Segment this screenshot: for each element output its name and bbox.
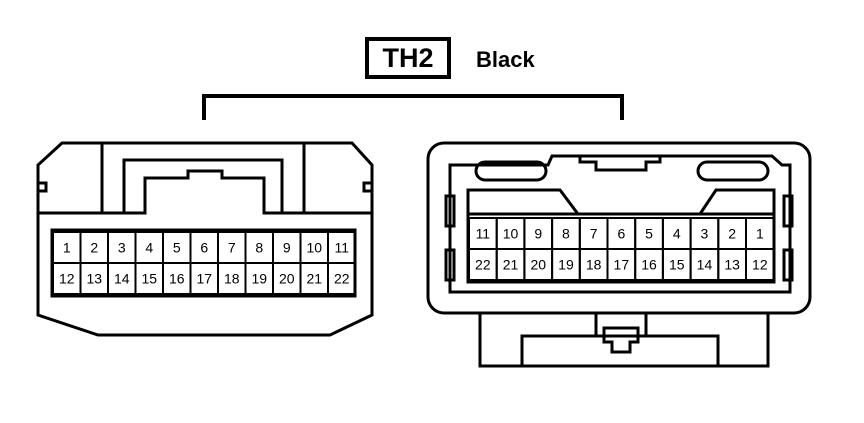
left-pin-label: 3 bbox=[118, 240, 126, 256]
left-pin-label: 15 bbox=[141, 271, 157, 287]
left-pin-label: 1 bbox=[63, 240, 71, 256]
left-pin-label: 20 bbox=[279, 271, 295, 287]
right-top-key bbox=[578, 156, 662, 172]
right-pin-label: 7 bbox=[590, 226, 598, 242]
left-pin-label: 18 bbox=[224, 271, 240, 287]
right-pin-label: 11 bbox=[476, 226, 491, 242]
right-inner-frame bbox=[466, 188, 776, 216]
connector-color: Black bbox=[476, 47, 535, 72]
right-connector bbox=[426, 141, 812, 368]
left-pin-label: 10 bbox=[306, 240, 322, 256]
right-side-mark-l2 bbox=[444, 248, 456, 282]
right-slot-left bbox=[474, 160, 548, 182]
right-pin-label: 5 bbox=[645, 226, 653, 242]
right-pin-label: 14 bbox=[697, 257, 713, 273]
right-side-mark-r bbox=[782, 194, 794, 228]
right-pin-label: 4 bbox=[673, 226, 681, 242]
right-slot-right bbox=[696, 160, 770, 182]
left-side-notch-r bbox=[362, 181, 372, 193]
right-pin-label: 3 bbox=[701, 226, 709, 242]
connector-code-box: TH2 bbox=[365, 37, 451, 79]
right-pin-label: 12 bbox=[752, 257, 768, 273]
right-pin-cell bbox=[745, 248, 775, 281]
right-housing-outline bbox=[426, 141, 812, 315]
left-pin-label: 21 bbox=[306, 271, 322, 287]
right-pin-label: 6 bbox=[617, 226, 625, 242]
right-pin-label: 17 bbox=[614, 257, 630, 273]
right-housing-inner bbox=[448, 154, 792, 294]
left-pin-label: 6 bbox=[200, 240, 208, 256]
left-pin-label: 4 bbox=[145, 240, 153, 256]
right-pin-label: 13 bbox=[724, 257, 740, 273]
right-pin-label: 22 bbox=[475, 257, 491, 273]
left-pin-cell bbox=[327, 262, 357, 295]
right-pin-label: 20 bbox=[530, 257, 546, 273]
right-bottom-tab bbox=[594, 313, 648, 338]
left-pin-label: 13 bbox=[86, 271, 102, 287]
left-latch-inner bbox=[124, 169, 282, 215]
right-side-mark-r2 bbox=[782, 248, 794, 282]
left-pin-label: 9 bbox=[283, 240, 291, 256]
left-pin-label: 11 bbox=[334, 240, 349, 256]
left-pin-label: 7 bbox=[228, 240, 236, 256]
left-pin-label: 17 bbox=[196, 271, 212, 287]
right-pin-label: 18 bbox=[586, 257, 602, 273]
right-pin-label: 9 bbox=[534, 226, 542, 242]
left-pin-label: 14 bbox=[114, 271, 130, 287]
right-side-mark-l bbox=[444, 194, 456, 228]
right-pin-label: 16 bbox=[641, 257, 657, 273]
left-pin-label: 22 bbox=[334, 271, 350, 287]
left-pin-label: 2 bbox=[90, 240, 98, 256]
right-pin-label: 1 bbox=[756, 226, 764, 242]
bracket-line bbox=[202, 94, 624, 120]
left-side-notch-l bbox=[38, 181, 48, 193]
right-pin-label: 2 bbox=[728, 226, 736, 242]
right-pin-label: 19 bbox=[558, 257, 574, 273]
left-pin-label: 5 bbox=[173, 240, 181, 256]
connector-code: TH2 bbox=[382, 42, 434, 73]
left-latch-outer bbox=[100, 143, 306, 215]
left-pin-label: 8 bbox=[255, 240, 263, 256]
right-pin-label: 21 bbox=[503, 257, 519, 273]
left-pin-label: 19 bbox=[251, 271, 267, 287]
right-pin-label: 10 bbox=[503, 226, 519, 242]
left-housing-outline bbox=[36, 141, 374, 337]
left-pin-label: 16 bbox=[169, 271, 185, 287]
right-pin-label: 15 bbox=[669, 257, 685, 273]
right-pin-label: 8 bbox=[562, 226, 570, 242]
left-pin-label: 12 bbox=[59, 271, 75, 287]
right-bottom-tab-inner bbox=[602, 326, 640, 354]
